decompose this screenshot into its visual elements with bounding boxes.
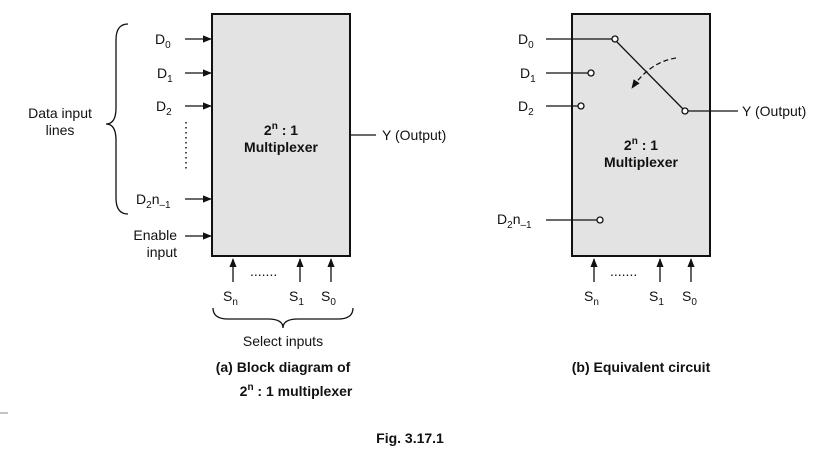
enable-label-line1: Enable [133, 227, 177, 243]
data-input-label-line1: Data input [28, 105, 92, 121]
label-d1-a: D1 [157, 65, 173, 85]
label-s0-a: S0 [321, 288, 336, 308]
block-a-name: Multiplexer [244, 139, 318, 155]
caption-b: (b) Equivalent circuit [572, 359, 711, 375]
contact-d2 [577, 102, 585, 110]
output-label-b: Y (Output) [742, 103, 806, 119]
switch-rotation-arrow [631, 57, 677, 89]
block-b-title: 2n : 1 [624, 136, 658, 153]
label-d2n-b: D2n–1 [497, 211, 532, 231]
block-diagram-a: 2n : 1 Multiplexer D0 D1 D2 D2n–1 Enable… [28, 13, 446, 399]
contact-d1 [587, 69, 595, 77]
select-dots-b: ....... [610, 263, 637, 279]
contact-d0 [611, 35, 619, 43]
label-d0-a: D0 [155, 31, 171, 51]
output-label-a: Y (Output) [382, 127, 446, 143]
select-inputs-label: Select inputs [243, 333, 323, 349]
data-input-label-line2: lines [46, 122, 75, 138]
switch-arm [616, 41, 684, 110]
label-d2n-a: D2n–1 [136, 191, 171, 211]
label-d2-a: D2 [156, 98, 172, 118]
caption-a-line1: (a) Block diagram of [216, 359, 351, 375]
label-s1-b: S1 [649, 288, 664, 308]
label-d1-b: D1 [520, 65, 536, 85]
mux-block-b [571, 13, 711, 257]
block-a-title: 2n : 1 [264, 121, 298, 138]
data-input-brace [105, 23, 129, 215]
equivalent-circuit-b: 2n : 1 Multiplexer Y (Output) D0 D1 D2 D… [497, 13, 806, 375]
mux-block-a [211, 13, 351, 257]
contact-d2n [596, 216, 604, 224]
label-d2-b: D2 [518, 98, 534, 118]
switch-pivot [681, 107, 689, 115]
block-b-name: Multiplexer [604, 154, 678, 170]
label-s1-a: S1 [289, 288, 304, 308]
label-s0-b: S0 [682, 288, 697, 308]
caption-a-line2: 2n : 1 multiplexer [240, 382, 353, 399]
select-input-brace [212, 307, 354, 329]
figure-caption: Fig. 3.17.1 [376, 430, 444, 446]
label-d0-b: D0 [518, 31, 534, 51]
label-sn-b: Sn [584, 288, 599, 308]
enable-label-line2: input [147, 244, 177, 260]
select-dots-a: ....... [250, 263, 277, 279]
label-sn-a: Sn [223, 288, 238, 308]
